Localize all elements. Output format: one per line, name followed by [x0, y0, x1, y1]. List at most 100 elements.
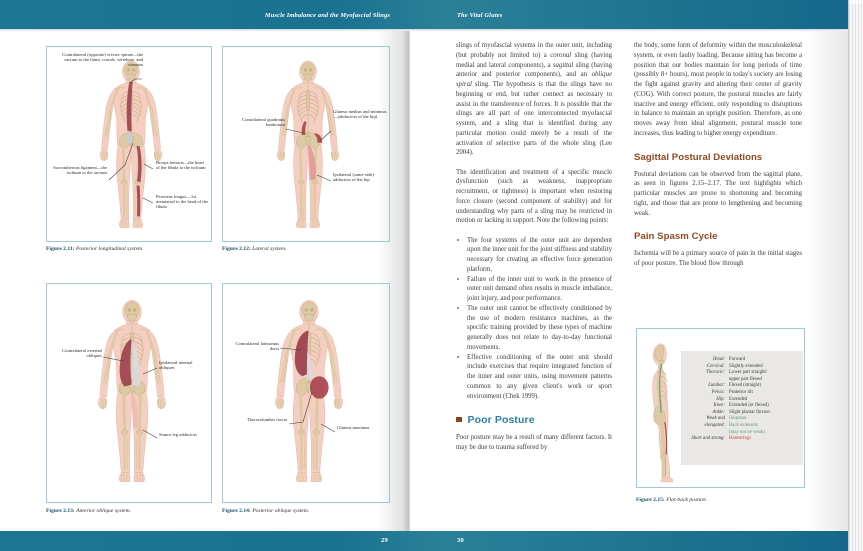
- legend-label-ankle: Ankle:: [712, 409, 725, 415]
- peroneus-longus-highlight: [136, 185, 141, 217]
- legend-value-may-not-be-weak: (may not be weak): [729, 429, 765, 435]
- figure-2-12-caption: Figure 2.12: Lateral system.: [222, 246, 286, 253]
- book-page-edges[interactable]: [848, 0, 863, 551]
- figure-2-13-label-0: Contralateral external obliques: [62, 348, 102, 359]
- figure-2-15-legend-panel: [681, 351, 803, 465]
- internal-oblique-highlight: [132, 340, 141, 387]
- figure-2-15-caption: Figure 2.15: Flat-back posture.: [636, 497, 707, 504]
- header-divider: [0, 29, 848, 31]
- legend-value-back-extensors: Back extensors: [729, 423, 759, 428]
- bullet-marker-icon: [457, 307, 459, 310]
- legend-value-lumbar: Flexed (straight): [729, 383, 761, 389]
- figure-2-13: Contralateral external obliques Ipsilate…: [46, 283, 212, 503]
- legend-label-head: Head:: [713, 357, 725, 362]
- legend-value-ankle: Slight plantar flexion: [729, 409, 770, 415]
- legend-label-cervical: Cervical:: [706, 363, 725, 369]
- bullet-item-3: The outer unit cannot be effectively con…: [456, 304, 612, 353]
- bullet-item-4: Effective conditioning of the outer unit…: [456, 353, 612, 402]
- figure-2-12-label-2: Ipsilateral (same-side) adductors of the…: [333, 172, 374, 183]
- running-head-left: Muscle Imbalance and the Myofascial Slin…: [264, 12, 390, 19]
- gluteus-medius-highlight: [314, 133, 323, 143]
- right-page-column-2: the body, some form of deformity within …: [634, 41, 802, 278]
- outer-unit-bullet-list: The four systems of the outer unit are d…: [456, 236, 612, 402]
- figure-2-11-label-3: Peroneus longus—1st metatarsal to the he…: [156, 194, 208, 210]
- figure-2-11-caption-text: Posterior longitudinal system.: [75, 246, 144, 252]
- heading-square-icon: [456, 416, 462, 423]
- figure-2-11-label-2: Biceps femoris—the head of the fibula to…: [156, 160, 206, 171]
- hamstrings-highlight: [664, 422, 668, 455]
- legend-value-cervical: Slightly extended: [729, 363, 763, 369]
- bullet-marker-icon: [457, 278, 459, 281]
- right-page-edge-shadow: [806, 31, 848, 531]
- latissimus-dorsi-highlight: [294, 330, 309, 377]
- figure-2-14-label-2: Gluteus maximus: [337, 425, 370, 430]
- para1-segment-b: sling (having medial and lateral compone…: [456, 51, 612, 69]
- figure-2-15-caption-number: Figure 2.15:: [636, 497, 665, 503]
- paragraph-slings: slings of myofascial systems in the oute…: [456, 41, 612, 158]
- bullet-text-2: Failure of the inner unit to work in the…: [467, 275, 612, 303]
- stance-leg-adductors-highlight: [131, 392, 138, 429]
- bullet-marker-icon: [457, 239, 459, 242]
- figure-2-12-caption-number: Figure 2.12:: [222, 246, 251, 252]
- page-number-left: 29: [381, 537, 388, 544]
- figure-2-14-caption-text: Posterior oblique system.: [252, 508, 310, 514]
- figure-2-14-illustration: [257, 296, 361, 492]
- figure-2-11-label-0: Contralateral (opposite) erector spinae—…: [62, 52, 143, 68]
- thoracolumbar-fascia-highlight: [306, 352, 313, 380]
- legend-label-knee: Knee:: [713, 403, 725, 409]
- figure-2-12-leader-lines: [285, 128, 332, 182]
- page-number-right: 30: [457, 537, 464, 544]
- page-edges-highlight: [849, 0, 863, 4]
- figure-2-14-caption: Figure 2.14: Posterior oblique system.: [222, 508, 309, 515]
- legend-label-weak-line1: Weak and: [706, 416, 725, 422]
- figure-2-13-caption: Figure 2.13: Anterior oblique system.: [46, 508, 131, 515]
- figure-2-11-caption-number: Figure 2.11:: [46, 246, 75, 252]
- bullet-marker-icon: [457, 356, 459, 359]
- figure-2-13-caption-number: Figure 2.13:: [46, 508, 75, 514]
- figure-2-12: Contralateral quadratus lumborum Gluteus…: [222, 46, 390, 242]
- figure-2-12-caption-text: Lateral system.: [252, 246, 287, 252]
- para1-segment-d: sling. The hypothesis is that the slings…: [456, 81, 612, 157]
- para1-emphasis-sagittal: sagittal: [552, 61, 574, 69]
- legend-label-hip: Hip:: [716, 396, 725, 402]
- bullet-item-2: Failure of the inner unit to work in the…: [456, 275, 612, 304]
- legend-label-pelvis: Pelvis:: [711, 390, 725, 395]
- figure-2-11-caption: Figure 2.11: Posterior longitudinal syst…: [46, 246, 144, 253]
- bullet-text-1: The four systems of the outer unit are d…: [467, 236, 612, 273]
- heading-sagittal-postural-deviations: Sagittal Postural Deviations: [634, 151, 763, 163]
- quadratus-lumborum-highlight: [301, 121, 307, 135]
- figure-2-14-label-0: Contralateral latissimus dorsi: [235, 341, 279, 352]
- para1-emphasis-oblique-spiral: oblique spiral: [456, 71, 612, 88]
- figure-2-14-leader-lines: [279, 347, 336, 433]
- figure-2-13-leader-lines: [102, 356, 158, 439]
- erector-spinae-highlight: [126, 81, 133, 144]
- adductors-highlight: [308, 145, 316, 181]
- paragraph-identification: The identification and treatment of a sp…: [456, 168, 612, 225]
- legend-value-thoracic: Lower part straight/: [729, 370, 768, 376]
- legend-value-head: Forward: [729, 357, 746, 362]
- legend-value-thoracic-2: upper part flexed: [729, 376, 762, 382]
- legend-label-weak-line2: elongated:: [704, 423, 725, 428]
- paragraph-postural-deviations: Postural deviations can be observed from…: [634, 170, 802, 217]
- bullet-text-3: The outer unit cannot be effectively con…: [467, 304, 612, 351]
- page-gutter-shadow: [378, 31, 422, 531]
- legend-label-short-strong: Short and strong:: [691, 436, 725, 442]
- figure-2-15-caption-text: Flat-back posture.: [666, 497, 708, 503]
- paragraph-poor-posture: Poor posture may be a result of many dif…: [456, 434, 612, 452]
- heading-poor-posture: Poor Posture: [456, 414, 612, 426]
- figure-2-12-label-1: Gluteus medius and minimus—(abductors of…: [333, 109, 387, 120]
- legend-label-lumbar: Lumbar:: [708, 383, 725, 389]
- figure-2-12-label-0: Contralateral quadratus lumborum: [242, 117, 285, 128]
- para1-emphasis-coronal: coronal: [550, 51, 572, 59]
- right-page-column-1: slings of myofascial systems in the oute…: [456, 41, 612, 463]
- heading-poor-posture-text: Poor Posture: [467, 414, 535, 427]
- figure-2-13-label-1: Ipsilateral internal obliques: [159, 360, 193, 371]
- biceps-femoris-highlight: [136, 146, 142, 183]
- bullet-text-4: Effective conditioning of the outer unit…: [467, 353, 612, 400]
- legend-value-hamstrings: Hamstrings: [729, 436, 752, 442]
- running-head-right: The Vital Glutes: [457, 12, 503, 19]
- legend-value-pelvis: Posterior tilt: [729, 390, 753, 395]
- legend-value-iliopsoas: Iliopsoas: [729, 416, 747, 422]
- figure-2-15-illustration: [652, 343, 673, 483]
